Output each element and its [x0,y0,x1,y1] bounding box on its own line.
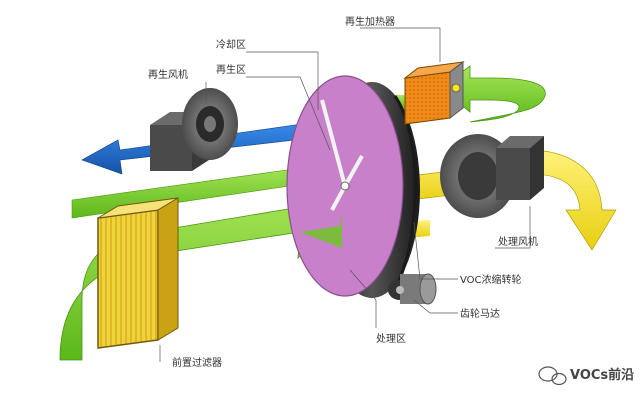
sector-divider [330,185,347,211]
label-gear-motor: 齿轮马达 [460,307,500,320]
regen-fan [150,88,238,171]
label-cooling-zone: 冷却区 [216,38,246,51]
label-regen-zone: 再生区 [216,63,246,76]
label-voc-rotor: VOC浓缩转轮 [460,273,522,286]
pre-filter [97,197,179,349]
watermark: VOCs前沿 [538,366,634,386]
label-pre-filter: 前置过滤器 [172,356,222,369]
process-fan [440,134,544,218]
label-regen-fan: 再生风机 [148,68,188,81]
sector-divider [320,99,347,187]
leader-lines [159,27,531,362]
rotor-inlet-arrow-head [300,212,342,248]
sector-divider [343,155,364,187]
wechat-icon [538,366,558,382]
label-regen-heater: 再生加热器 [345,15,395,28]
gear-motor [388,273,437,305]
process-outlet-curve-arrow [519,149,617,251]
label-process-fan: 处理风机 [498,235,538,248]
regen-heater [403,60,465,125]
rotor-hub [340,181,350,191]
label-process-zone: 处理区 [376,333,406,345]
watermark-text: VOCs前沿 [570,367,634,383]
